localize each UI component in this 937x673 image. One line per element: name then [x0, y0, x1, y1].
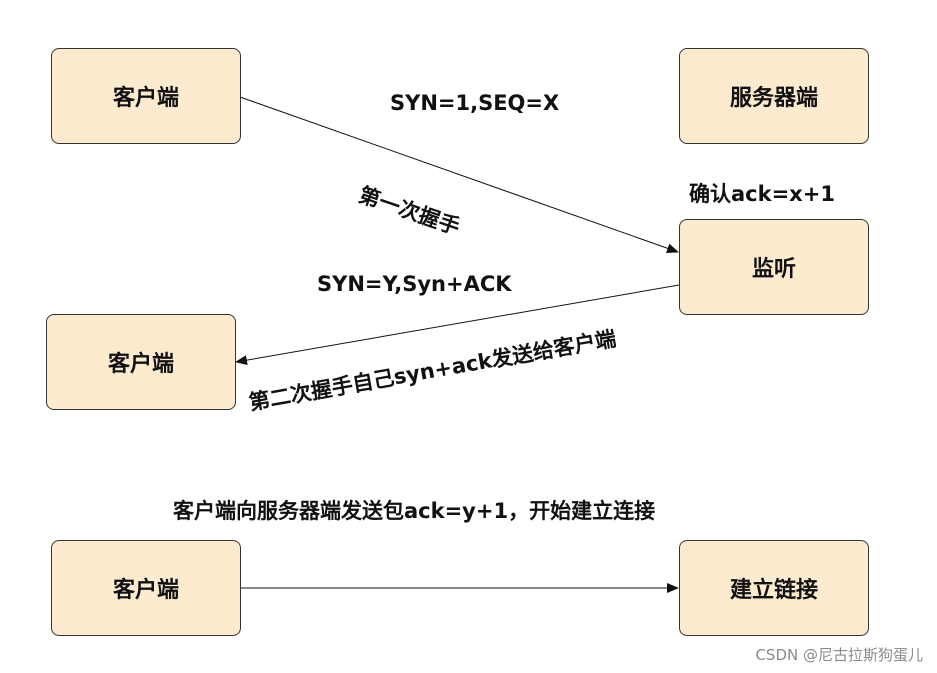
- server-node: 服务器端: [679, 48, 869, 144]
- client-node-3-label: 客户端: [112, 578, 179, 603]
- established-node-label: 建立链接: [729, 578, 818, 603]
- watermark: CSDN @尼古拉斯狗蛋儿: [755, 646, 923, 664]
- third-step-label: 客户端向服务器端发送包ack=y+1，开始建立连接: [173, 499, 656, 523]
- listen-node: 监听: [679, 219, 869, 315]
- arrow-listen-to-client: [235, 284, 680, 366]
- arrow-client-to-listen: [239, 96, 679, 254]
- client-node-1-label: 客户端: [112, 86, 179, 111]
- syn-y-ack-label: SYN=Y,Syn+ACK: [317, 272, 512, 296]
- client-node-1: 客户端: [51, 48, 241, 144]
- client-node-2-label: 客户端: [107, 352, 174, 377]
- client-node-3: 客户端: [51, 540, 241, 636]
- syn-seq-label: SYN=1,SEQ=X: [390, 91, 560, 115]
- server-node-label: 服务器端: [729, 86, 818, 111]
- listen-node-label: 监听: [751, 257, 796, 282]
- confirm-ack-label: 确认ack=x+1: [689, 182, 835, 206]
- client-node-2: 客户端: [46, 314, 236, 410]
- established-node: 建立链接: [679, 540, 869, 636]
